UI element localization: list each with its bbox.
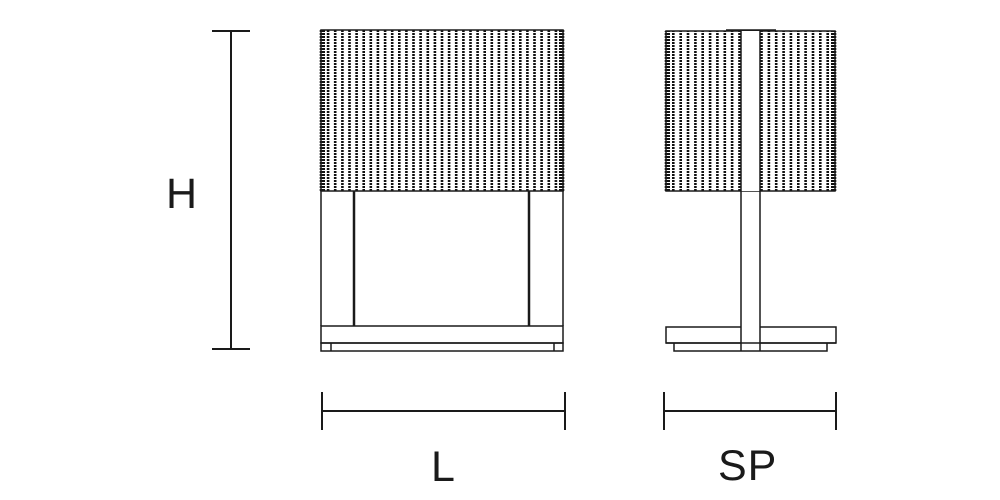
depth-label: SP (718, 442, 778, 490)
length-label: L (431, 443, 456, 491)
depth-dimension-line (663, 392, 837, 430)
front-view-lamp (319, 29, 565, 352)
height-dimension-line (212, 30, 250, 350)
height-label: H (166, 170, 199, 218)
side-view-lamp (664, 29, 837, 352)
length-dimension-line (321, 392, 566, 430)
side-shade (664, 31, 837, 191)
front-shade (319, 30, 565, 191)
